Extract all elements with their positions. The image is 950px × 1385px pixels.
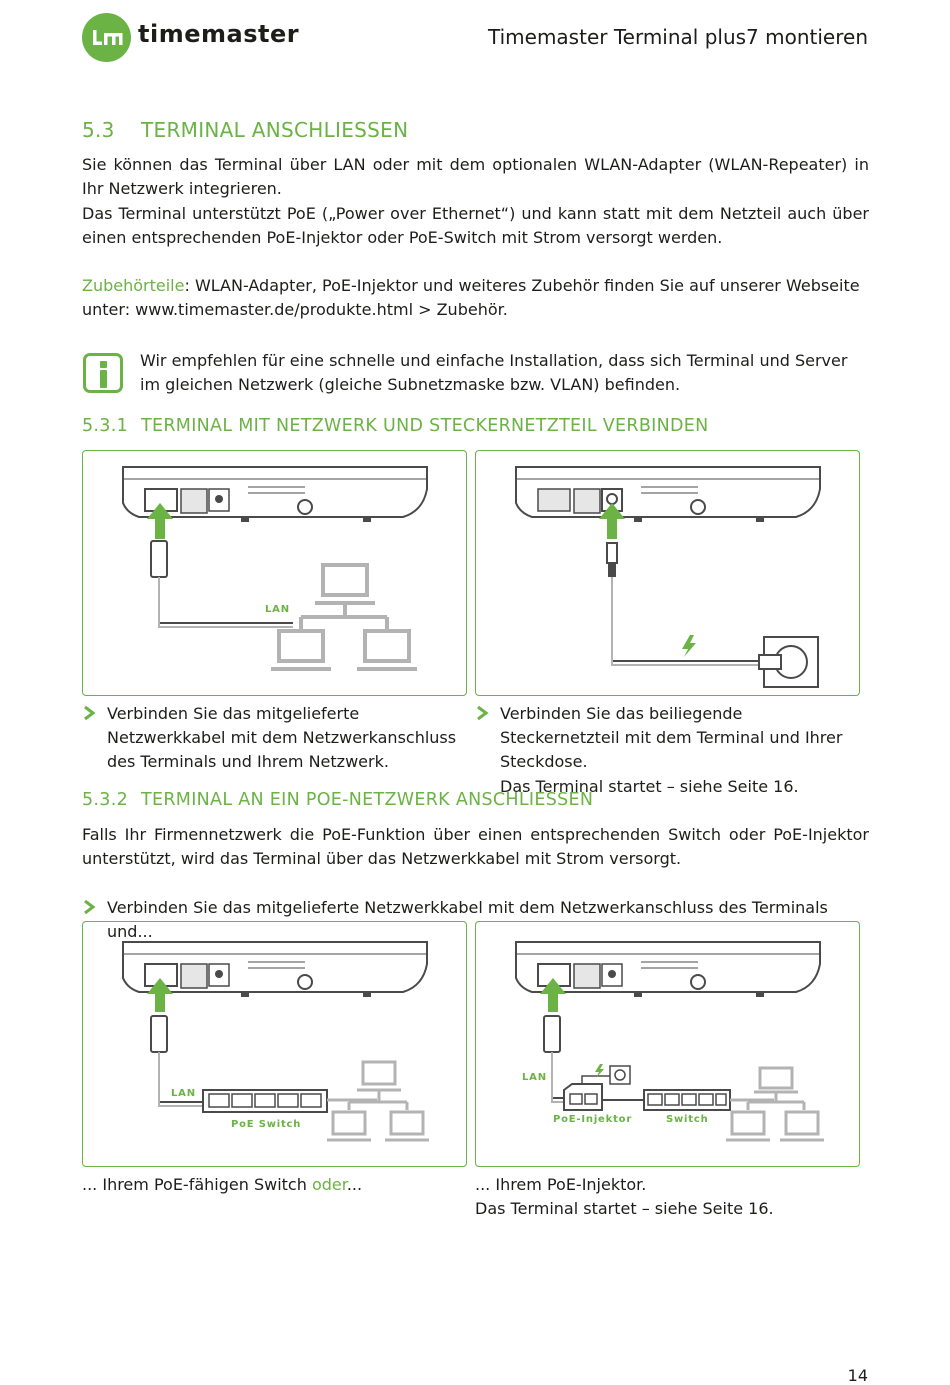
accessories-label: Zubehörteile [82, 276, 185, 295]
caption-poe-injector: ... Ihrem PoE-Injektor. Das Terminal sta… [475, 1173, 774, 1222]
caption-poe-switch: ... Ihrem PoE-fähigen Switch oder... [82, 1173, 362, 1197]
insert-arrow [147, 503, 173, 539]
lightning-icon [595, 1064, 604, 1078]
chevron-right-icon [84, 899, 96, 915]
caption-poe-injector-1: ... Ihrem PoE-Injektor. [475, 1175, 647, 1194]
caption-poe-injector-2: Das Terminal startet – siehe Seite 16. [475, 1199, 774, 1219]
subsection-2-number: 5.3.2 [82, 790, 129, 810]
page-number: 14 [847, 1366, 868, 1385]
bullet-lan-text: Verbinden Sie das mitgelieferte Netzwerk… [107, 704, 457, 772]
chevron-right-icon [477, 705, 489, 721]
switch-label: Switch [666, 1114, 709, 1125]
header-title: Timemaster Terminal plus7 montieren [488, 25, 868, 49]
insert-arrow [147, 978, 173, 1012]
accessories-text: WLAN-Adapter, PoE-Injektor und weiteres … [82, 276, 860, 320]
accessories-separator: : [184, 276, 190, 295]
insert-arrow [540, 978, 566, 1012]
subsection-1-title: TERMINAL MIT NETZWERK UND STECKERNETZTEI… [141, 416, 709, 436]
poe-injector-drawing [563, 1064, 631, 1111]
bullet-power: Verbinden Sie das beiliegende Steckernet… [475, 702, 860, 799]
switch-drawing [643, 1089, 731, 1111]
chevron-right-icon [84, 705, 96, 721]
terminal-device-drawing [122, 466, 428, 522]
subsection-1-number: 5.3.1 [82, 416, 129, 436]
bullet-lan: Verbinden Sie das mitgelieferte Netzwerk… [82, 702, 467, 775]
section-number: 5.3 [82, 118, 115, 142]
caption-poe-switch-pre: ... Ihrem PoE-fähigen Switch [82, 1175, 312, 1194]
logo-text: timemaster [138, 20, 300, 48]
intro-paragraph-1: Sie können das Terminal über LAN oder mi… [82, 155, 869, 199]
figure-lan-connection: LAN [82, 450, 467, 696]
info-note: Wir empfehlen für eine schnelle und einf… [140, 351, 848, 395]
poe-switch-drawing [202, 1089, 328, 1113]
poe-switch-label: PoE Switch [231, 1119, 301, 1130]
terminal-device-drawing [515, 941, 821, 997]
bullet-power-text-2: Das Terminal startet – siehe Seite 16. [500, 776, 799, 796]
lan-label: LAN [171, 1088, 196, 1099]
info-icon [83, 353, 123, 393]
intro-paragraph-2: Das Terminal unterstützt PoE („Power ove… [82, 204, 869, 248]
subsection-1-heading: 5.3.1 TERMINAL MIT NETZWERK UND STECKERNE… [82, 416, 709, 436]
terminal-device-drawing [515, 466, 821, 522]
network-computers-drawing [726, 1066, 824, 1142]
subsection-2-heading: 5.3.2 TERMINAL AN EIN POE-NETZWERK ANSCHL… [82, 790, 593, 810]
bullet-poe: Verbinden Sie das mitgelieferte Netzwerk… [82, 896, 869, 944]
figure-poe-switch: LAN PoE Switch [82, 921, 467, 1167]
insert-arrow [599, 503, 625, 539]
subsection-2-title: TERMINAL AN EIN POE-NETZWERK ANSCHLIESSE… [141, 790, 594, 810]
logo-icon [82, 13, 131, 62]
bullet-poe-text: Verbinden Sie das mitgelieferte Netzwerk… [107, 898, 828, 942]
poe-injector-label: PoE-Injektor [553, 1114, 632, 1125]
caption-poe-switch-post: ... [346, 1175, 363, 1194]
lan-label: LAN [522, 1072, 547, 1083]
lightning-icon [682, 635, 696, 657]
figure-poe-injector: LAN PoE-Injektor Switch [475, 921, 860, 1167]
lan-label: LAN [265, 604, 290, 615]
network-computers-drawing [327, 1060, 429, 1142]
bullet-power-text-1: Verbinden Sie das beiliegende Steckernet… [500, 704, 843, 772]
section-title: TERMINAL ANSCHLIESSEN [141, 118, 409, 142]
power-socket-drawing [758, 636, 819, 688]
accessories-paragraph: Zubehörteile: WLAN-Adapter, PoE-Injektor… [82, 274, 869, 323]
network-computers-drawing [271, 563, 417, 671]
figure-power-connection [475, 450, 860, 696]
caption-poe-switch-or: oder [311, 1175, 347, 1194]
section-heading: 5.3 TERMINAL ANSCHLIESSEN [82, 118, 408, 142]
terminal-device-drawing [122, 941, 428, 997]
poe-paragraph: Falls Ihr Firmennetzwerk die PoE-Funktio… [82, 825, 869, 869]
